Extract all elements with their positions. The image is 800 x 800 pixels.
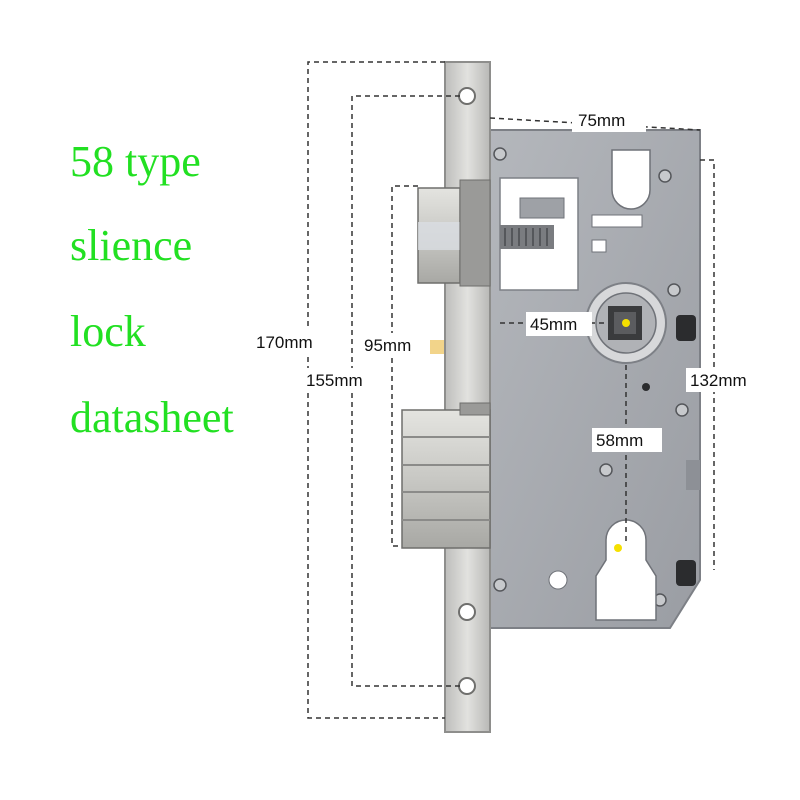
label-132mm: 132mm	[690, 371, 747, 390]
face-plate	[444, 61, 491, 733]
label-58mm: 58mm	[596, 431, 643, 450]
label-95mm: 95mm	[364, 336, 411, 355]
dead-bolt-icon	[401, 402, 491, 549]
faceplate-screw-hole-mid	[458, 603, 476, 621]
faceplate-screw-hole-top	[458, 87, 476, 105]
case-slot-right	[676, 315, 696, 341]
title-line-4: datasheet	[70, 393, 234, 442]
case-hole-lower	[548, 570, 568, 590]
latch-bolt-icon	[417, 179, 491, 287]
title-line-1: 58 type	[70, 137, 201, 186]
label-75mm: 75mm	[578, 111, 625, 130]
faceplate-screw-hole-bottom	[458, 677, 476, 695]
title-line-2: slience	[70, 221, 193, 270]
dimension-lines	[307, 61, 715, 719]
dimension-labels: 170mm 155mm 95mm 75mm 132mm 45mm 58mm	[248, 108, 768, 452]
case-screws	[493, 147, 689, 607]
euro-cylinder-hole-icon	[595, 519, 657, 621]
label-170mm: 170mm	[256, 333, 313, 352]
label-45mm: 45mm	[530, 315, 577, 334]
latch-mechanism	[499, 177, 643, 291]
case-slot-lower	[676, 560, 696, 586]
label-155mm: 155mm	[306, 371, 363, 390]
spindle-hub-icon	[585, 282, 667, 364]
title-line-3: lock	[70, 307, 146, 356]
case-pin-hole	[642, 383, 650, 391]
